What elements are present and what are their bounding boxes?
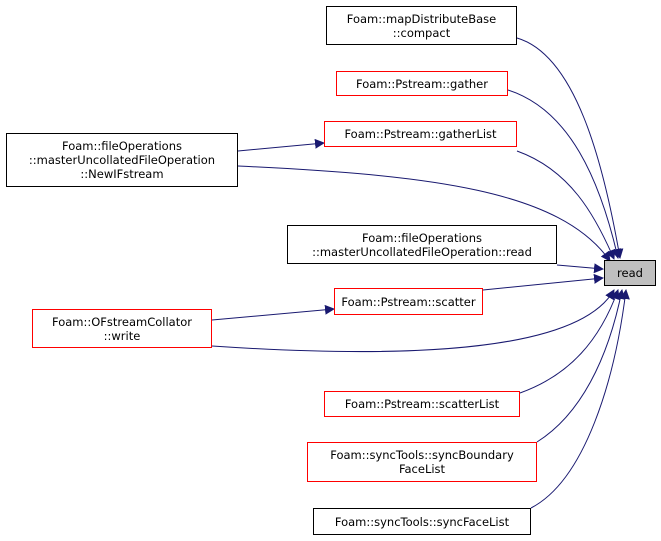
edge-compact-to-read	[516, 37, 624, 259]
node-pstream-gatherlist[interactable]: Foam::Pstream::gatherList	[324, 121, 517, 147]
edge-write-to-read	[211, 289, 615, 353]
node-newifstream-line1: Foam::fileOperations	[62, 139, 182, 153]
node-pstream-scatterlist-label: Foam::Pstream::scatterList	[344, 397, 500, 411]
node-read-label: read	[617, 266, 643, 280]
node-mufo-read-line2: ::masterUncollatedFileOperation::read	[312, 244, 532, 259]
node-pstream-scatter[interactable]: Foam::Pstream::scatter	[334, 288, 483, 315]
node-mufo-read-line1: Foam::fileOperations	[362, 230, 482, 245]
edge-syncfacelist-to-read	[530, 289, 630, 509]
node-newifstream[interactable]: Foam::fileOperations ::masterUncollatedF…	[6, 133, 238, 187]
edge-syncboundary-to-read	[536, 289, 626, 443]
node-compact[interactable]: Foam::mapDistributeBase ::compact	[326, 6, 517, 45]
node-mufo-read[interactable]: Foam::fileOperations ::masterUncollatedF…	[287, 225, 557, 264]
node-syncboundaryfacelist[interactable]: Foam::syncTools::syncBoundary FaceList	[307, 442, 537, 482]
node-pstream-gather-label: Foam::Pstream::gather	[356, 76, 488, 91]
node-pstream-gatherlist-label: Foam::Pstream::gatherList	[344, 127, 497, 141]
edge-write-to-scatter	[211, 304, 335, 321]
edge-gatherlist-to-read	[516, 150, 616, 260]
node-newifstream-line3: ::NewIFstream	[80, 167, 164, 181]
edge-newifstream-to-gatherlist	[237, 138, 325, 152]
node-syncfacelist[interactable]: Foam::syncTools::syncFaceList	[313, 508, 531, 535]
node-ofstreamcollator-write[interactable]: Foam::OFstreamCollator ::write	[32, 309, 212, 348]
node-syncboundaryfacelist-line1: Foam::syncTools::syncBoundary	[330, 448, 514, 462]
node-compact-line1: Foam::mapDistributeBase	[346, 11, 497, 26]
node-syncboundaryfacelist-line2: FaceList	[398, 462, 446, 476]
node-compact-line2: ::compact	[392, 25, 451, 40]
edge-mufo-read-to-read	[556, 263, 604, 274]
edge-scatter-to-read	[482, 273, 604, 291]
edge-scatterlist-to-read	[519, 289, 620, 394]
node-pstream-gather[interactable]: Foam::Pstream::gather	[336, 71, 508, 96]
edge-newifstream-to-read	[237, 165, 611, 262]
node-read-focus: read	[604, 260, 656, 286]
node-newifstream-line2: ::masterUncollatedFileOperation	[28, 153, 216, 167]
node-syncfacelist-label: Foam::syncTools::syncFaceList	[334, 514, 510, 529]
node-pstream-scatterlist[interactable]: Foam::Pstream::scatterList	[324, 391, 520, 417]
node-ofstreamcollator-write-line2: ::write	[103, 328, 141, 343]
node-pstream-scatter-label: Foam::Pstream::scatter	[341, 294, 476, 309]
edge-gather-to-read	[507, 89, 621, 259]
node-ofstreamcollator-write-line1: Foam::OFstreamCollator	[52, 314, 192, 329]
